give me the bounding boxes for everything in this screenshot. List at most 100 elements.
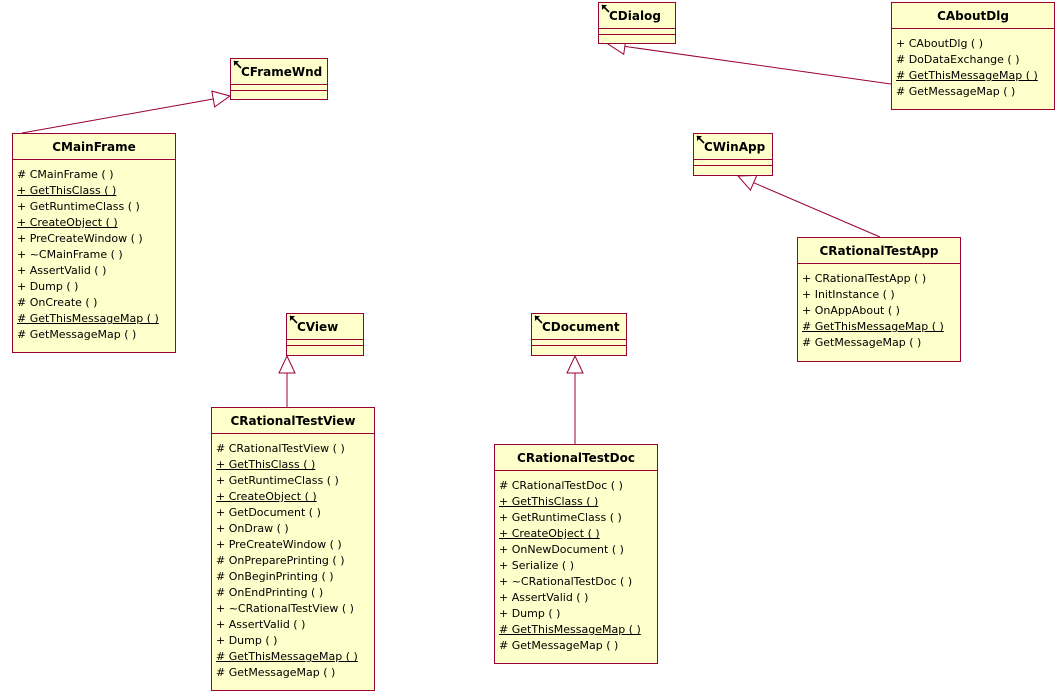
attributes-compartment xyxy=(532,339,626,345)
operations-compartment: + CRationalTestApp ( ) + InitInstance ( )… xyxy=(798,269,960,353)
arrow-up-left-icon xyxy=(289,315,298,324)
generalization-line xyxy=(21,98,214,134)
operations-compartment xyxy=(287,345,363,350)
class-name: CView xyxy=(297,320,339,334)
operation-item: + GetDocument ( ) xyxy=(216,506,321,519)
class-crationaltestapp[interactable]: CRationalTestApp + CRationalTestApp ( )+… xyxy=(797,237,961,362)
generalization-arrowhead xyxy=(736,174,758,191)
operation-item: + CreateObject ( ) xyxy=(216,490,317,503)
class-name: CWinApp xyxy=(704,140,766,154)
operation-item: + OnNewDocument ( ) xyxy=(499,543,624,556)
operation-item: # OnBeginPrinting ( ) xyxy=(216,570,334,583)
operation-item: + GetRuntimeClass ( ) xyxy=(499,511,622,524)
operations-compartment: + CAboutDlg ( ) # DoDataExchange ( ) # Get… xyxy=(892,34,1054,102)
class-name: CRationalTestDoc xyxy=(517,451,635,465)
operation-item: + Dump ( ) xyxy=(216,634,278,647)
operation-item: # GetThisMessageMap ( ) xyxy=(896,69,1038,82)
operation-item: + CAboutDlg ( ) xyxy=(896,37,984,50)
operation-item: + AssertValid ( ) xyxy=(17,264,107,277)
arrow-up-left-icon xyxy=(534,315,543,324)
class-crationaltestdoc[interactable]: CRationalTestDoc # CRationalTestDoc ( ) +… xyxy=(494,444,658,664)
class-name: CRationalTestApp xyxy=(819,244,939,258)
operations-compartment: # CMainFrame ( ) + GetThisClass ( ) + GetR… xyxy=(13,165,175,345)
class-crationaltestview[interactable]: CRationalTestView # CRationalTestView ( … xyxy=(211,407,375,691)
operation-item: + Dump ( ) xyxy=(499,607,561,620)
operation-item: # GetThisMessageMap ( ) xyxy=(216,650,358,663)
class-name: CDocument xyxy=(542,320,620,334)
operation-item: + ~CMainFrame ( ) xyxy=(17,248,123,261)
class-name: CRationalTestView xyxy=(230,414,356,428)
operation-item: # GetThisMessageMap ( ) xyxy=(17,312,159,325)
operations-compartment xyxy=(231,90,327,95)
attributes-compartment xyxy=(231,84,327,90)
class-name: CDialog xyxy=(609,9,661,23)
operation-item: + PreCreateWindow ( ) xyxy=(17,232,143,245)
operation-item: + InitInstance ( ) xyxy=(802,288,895,301)
operation-item: + GetRuntimeClass ( ) xyxy=(216,474,339,487)
operations-compartment xyxy=(532,345,626,350)
class-caboutdlg[interactable]: CAboutDlg + CAboutDlg ( ) # DoDataExchang… xyxy=(891,2,1055,110)
operation-item: + GetThisClass ( ) xyxy=(17,184,117,197)
operation-item: + AssertValid ( ) xyxy=(499,591,589,604)
operation-item: + OnDraw ( ) xyxy=(216,522,289,535)
attributes-compartment xyxy=(212,433,374,439)
generalization-line xyxy=(753,182,881,238)
operation-item: # GetMessageMap ( ) xyxy=(896,85,1016,98)
class-cdocument[interactable]: CDocument xyxy=(531,313,627,356)
operations-compartment xyxy=(599,34,675,39)
operation-item: # GetThisMessageMap ( ) xyxy=(499,623,641,636)
class-name: CFrameWnd xyxy=(241,65,323,79)
operation-item: # OnPreparePrinting ( ) xyxy=(216,554,345,567)
arrow-up-left-icon xyxy=(601,4,610,13)
operation-item: # CRationalTestDoc ( ) xyxy=(499,479,623,492)
class-cmainframe[interactable]: CMainFrame # CMainFrame ( ) + GetThisClas… xyxy=(12,133,176,353)
operation-item: + GetThisClass ( ) xyxy=(499,495,599,508)
operation-item: + GetRuntimeClass ( ) xyxy=(17,200,140,213)
operation-item: + AssertValid ( ) xyxy=(216,618,306,631)
operation-item: # GetMessageMap ( ) xyxy=(17,328,137,341)
operation-item: # DoDataExchange ( ) xyxy=(896,53,1020,66)
operation-item: # OnEndPrinting ( ) xyxy=(216,586,324,599)
operation-item: + GetThisClass ( ) xyxy=(216,458,316,471)
operation-item: # GetThisMessageMap ( ) xyxy=(802,320,944,333)
operations-compartment xyxy=(694,165,772,170)
generalization-line xyxy=(624,45,892,85)
operation-item: + CRationalTestApp ( ) xyxy=(802,272,927,285)
operation-item: # GetMessageMap ( ) xyxy=(499,639,619,652)
attributes-compartment xyxy=(798,263,960,269)
operation-item: + ~CRationalTestDoc ( ) xyxy=(499,575,633,588)
operation-item: # OnCreate ( ) xyxy=(17,296,98,309)
operation-item: # CMainFrame ( ) xyxy=(17,168,114,181)
operation-item: + ~CRationalTestView ( ) xyxy=(216,602,354,615)
operation-item: + CreateObject ( ) xyxy=(17,216,118,229)
operation-item: + OnAppAbout ( ) xyxy=(802,304,900,317)
operation-item: + PreCreateWindow ( ) xyxy=(216,538,342,551)
class-cwinapp[interactable]: CWinApp xyxy=(693,133,773,176)
class-cview[interactable]: CView xyxy=(286,313,364,356)
operations-compartment: # CRationalTestView ( ) + GetThisClass ( … xyxy=(212,439,374,683)
attributes-compartment xyxy=(13,159,175,165)
generalization-arrowhead xyxy=(566,354,584,374)
generalization-arrowhead xyxy=(211,90,232,108)
arrow-up-left-icon xyxy=(233,60,242,69)
attributes-compartment xyxy=(694,159,772,165)
operation-item: + Serialize ( ) xyxy=(499,559,575,572)
operation-item: # GetMessageMap ( ) xyxy=(802,336,922,349)
attributes-compartment xyxy=(287,339,363,345)
operation-item: + Dump ( ) xyxy=(17,280,79,293)
class-cdialog[interactable]: CDialog xyxy=(598,2,676,44)
operation-item: # CRationalTestView ( ) xyxy=(216,442,345,455)
attributes-compartment xyxy=(495,470,657,476)
operation-item: # GetMessageMap ( ) xyxy=(216,666,336,679)
attributes-compartment xyxy=(599,28,675,34)
attributes-compartment xyxy=(892,28,1054,34)
operations-compartment: # CRationalTestDoc ( ) + GetThisClass ( )… xyxy=(495,476,657,656)
operation-item: + CreateObject ( ) xyxy=(499,527,600,540)
generalization-arrowhead xyxy=(278,354,296,374)
class-cframewnd[interactable]: CFrameWnd xyxy=(230,58,328,100)
class-name: CMainFrame xyxy=(52,140,136,154)
arrow-up-left-icon xyxy=(696,135,705,144)
class-name: CAboutDlg xyxy=(937,9,1009,23)
